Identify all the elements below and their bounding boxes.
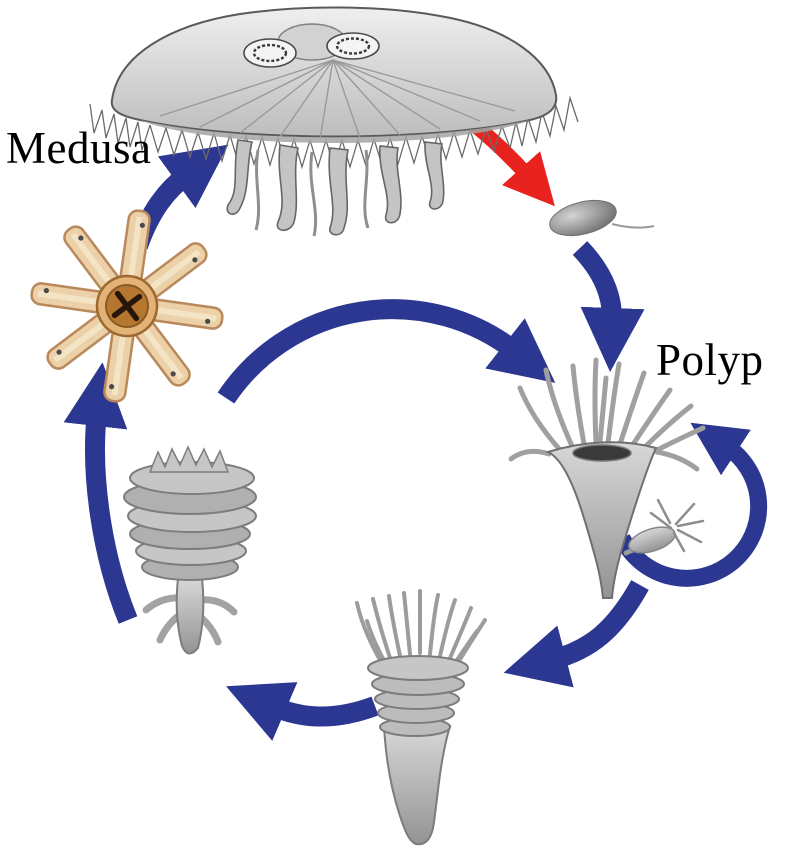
medusa-bell	[110, 6, 558, 138]
planula-body	[549, 199, 617, 237]
medusa-illustration	[89, 6, 579, 237]
polyp-tentacles	[508, 357, 706, 472]
early-strobila-rings	[367, 655, 469, 737]
polyp-mouth	[572, 444, 632, 462]
medusa-radial-canals	[159, 59, 516, 140]
ephyra-arms	[30, 209, 224, 403]
early-strobila-to-strobila-arrow	[226, 682, 379, 741]
polyp-label: Polyp	[656, 335, 764, 385]
strobila-to-ephyra-arrow	[63, 362, 138, 624]
planula-larva-illustration	[549, 199, 655, 237]
polyp-budding-loop-arrow	[614, 422, 768, 587]
polyp-illustration	[508, 357, 706, 599]
budding-polyp-illustration	[623, 498, 705, 556]
medusa-gonads	[243, 32, 380, 68]
medusa-label: Medusa	[6, 123, 152, 173]
strobila-illustration	[123, 445, 257, 655]
polyp-to-early-strobila-arrow	[503, 580, 649, 688]
strobila-crown	[148, 445, 230, 473]
early-strobila-illustration	[355, 589, 487, 846]
early-strobila-column	[382, 725, 452, 846]
medusa-bell-margin	[140, 120, 530, 143]
ephyra-mouth-cross	[111, 290, 143, 322]
polyp-body	[545, 441, 658, 599]
strobila-discs	[123, 461, 257, 581]
medusa-trailing-tentacles	[254, 149, 370, 237]
early-strobila-tentacles	[355, 589, 487, 665]
planula-cilium	[611, 223, 655, 229]
ephyra-illustration	[30, 209, 224, 403]
inner-cycle-arc-arrow	[217, 299, 556, 404]
strobila-stalk	[175, 577, 205, 655]
bud-tentacles	[649, 498, 705, 553]
medusa-oral-arms	[226, 139, 445, 236]
planula-to-polyp-arrow	[572, 241, 645, 372]
